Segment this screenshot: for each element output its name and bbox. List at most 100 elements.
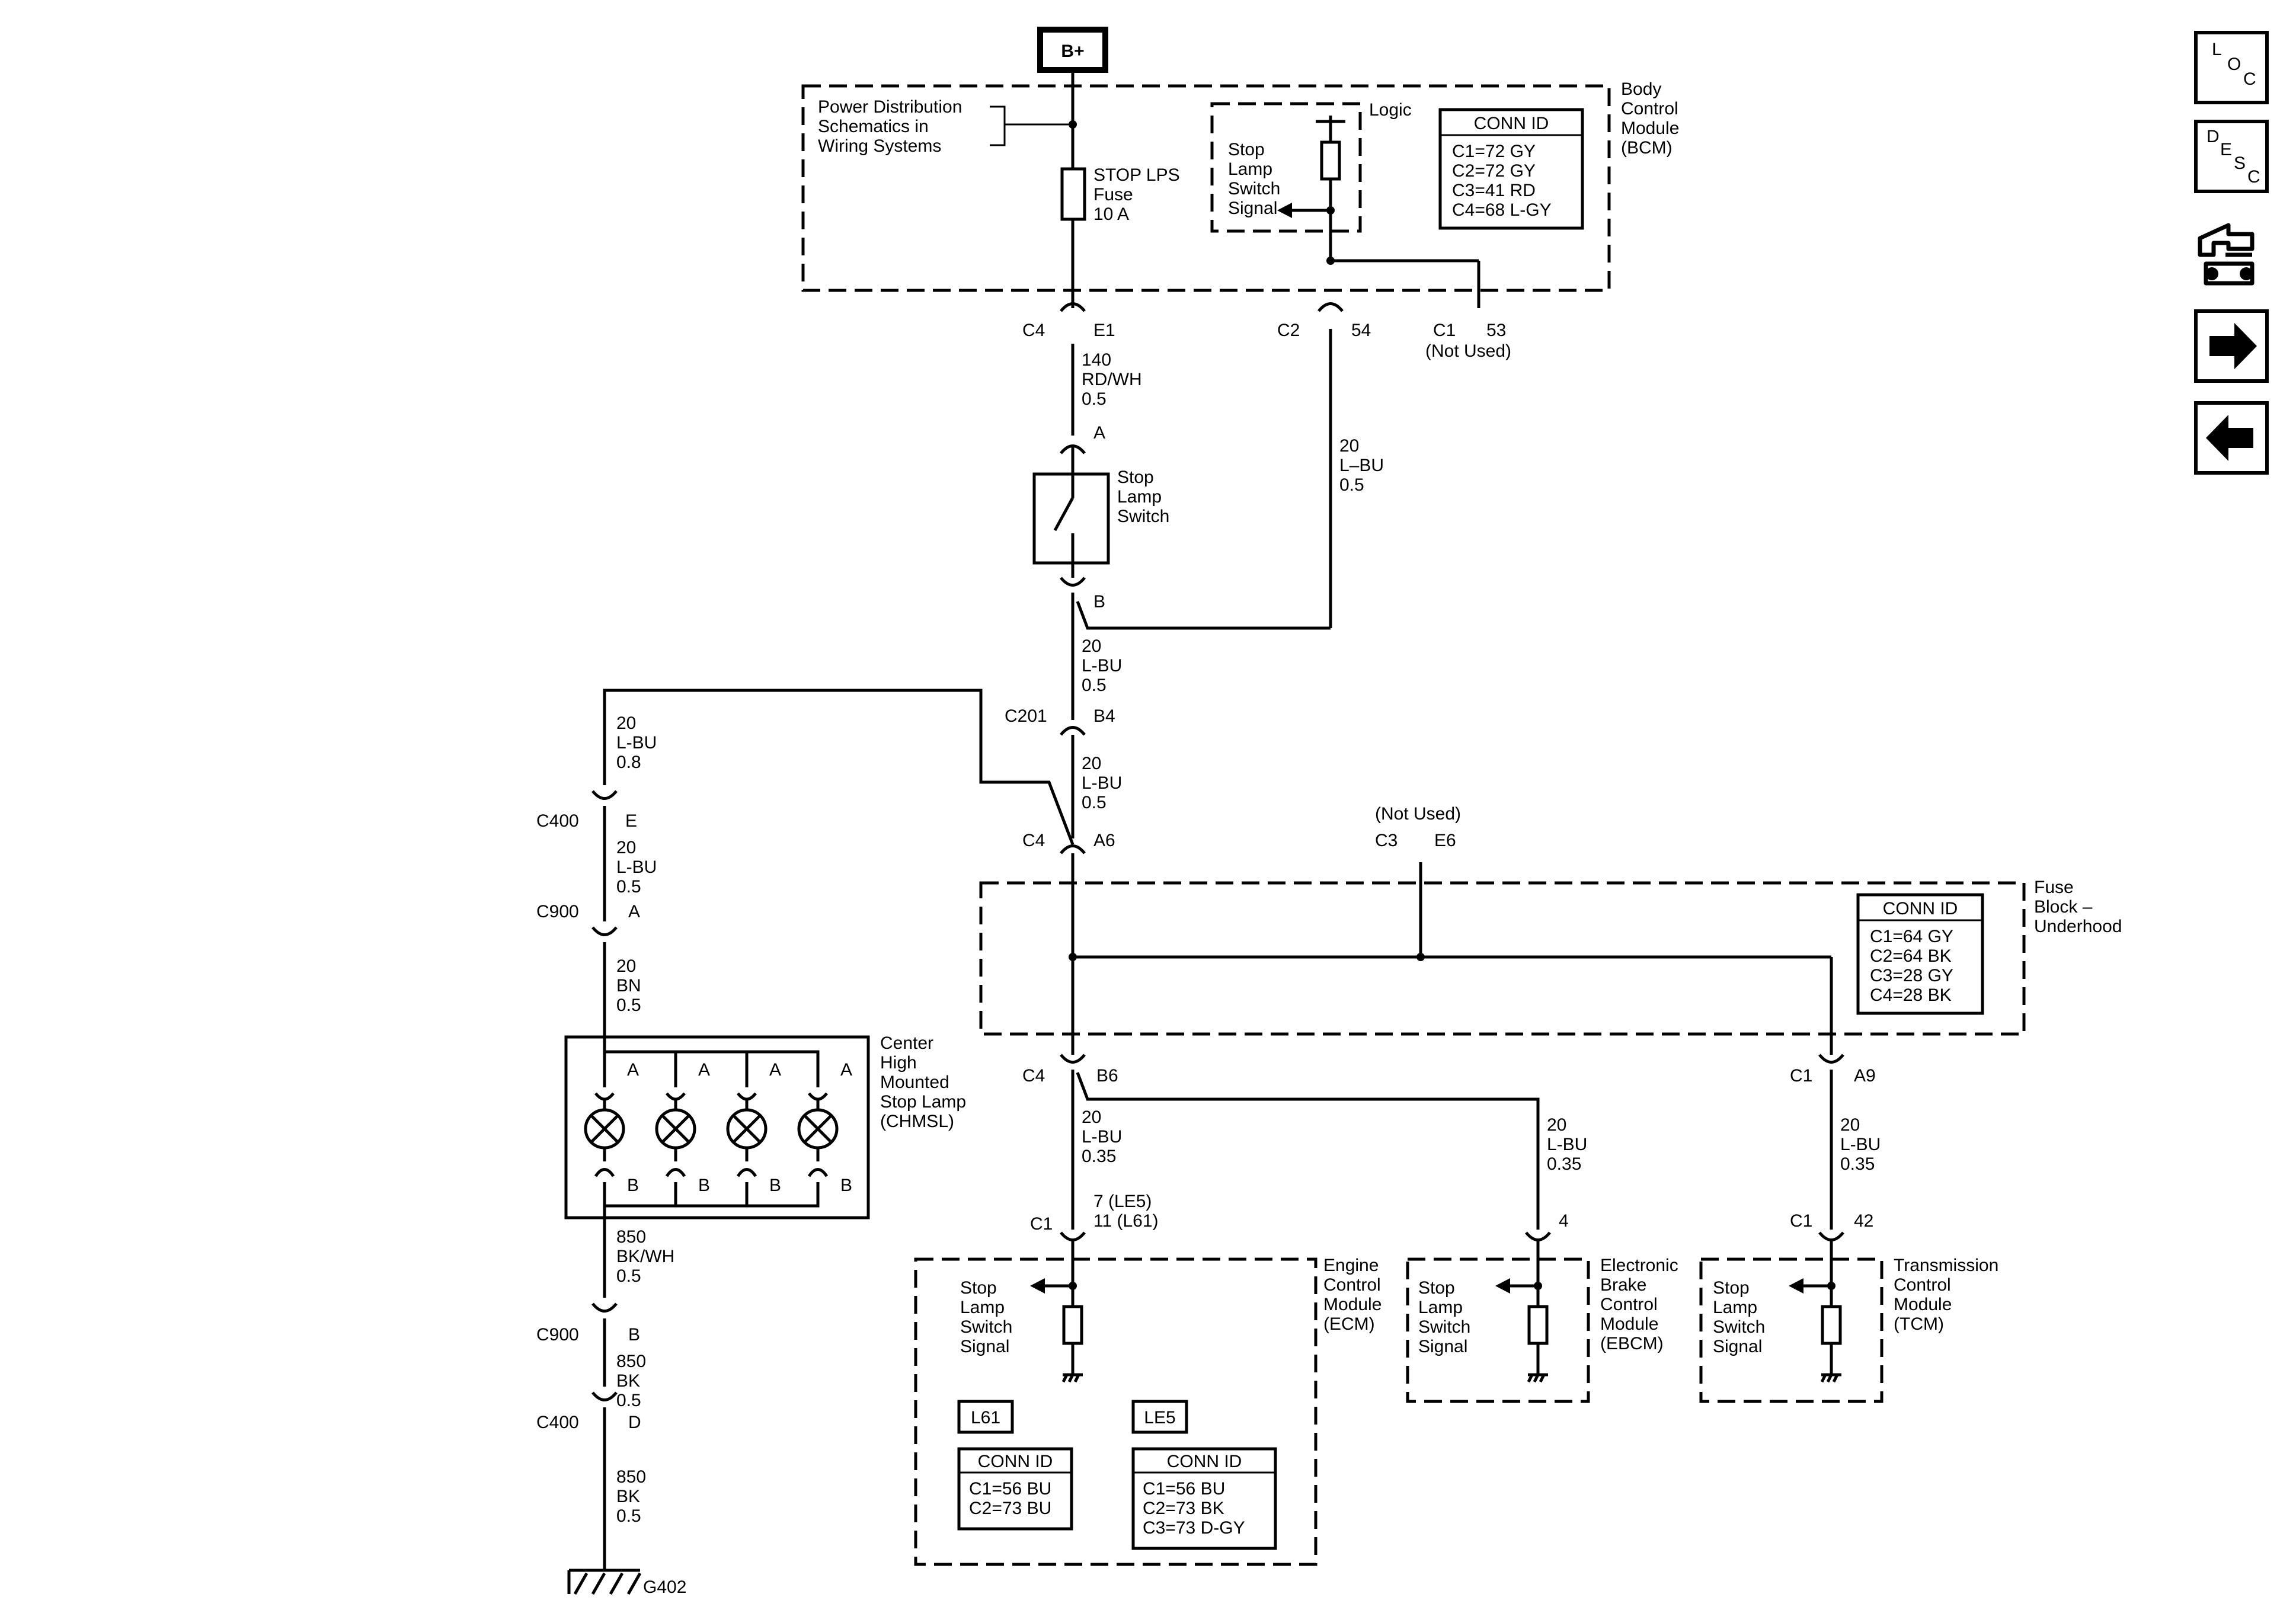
- power-dist-note-1: Power Distribution: [818, 97, 962, 117]
- svg-text:Control: Control: [1894, 1275, 1951, 1295]
- svg-text:C3=28 GY: C3=28 GY: [1870, 966, 1953, 985]
- svg-text:BK: BK: [616, 1371, 640, 1391]
- bcm-logic-label: Logic: [1369, 100, 1412, 120]
- svg-text:20: 20: [616, 956, 636, 976]
- svg-text:Switch: Switch: [1713, 1317, 1765, 1337]
- svg-text:E: E: [2220, 140, 2232, 159]
- electronic-brake-control-module: 4 Electronic Brake Control Module (EBCM)…: [1406, 1211, 1678, 1403]
- svg-text:C4=28 BK: C4=28 BK: [1870, 985, 1952, 1005]
- svg-text:BK: BK: [616, 1487, 640, 1506]
- ebcm-resistor-icon: [1527, 1305, 1549, 1345]
- svg-text:L: L: [2212, 40, 2222, 59]
- svg-text:Lamp: Lamp: [1418, 1298, 1463, 1317]
- bcm-title-2: Control: [1621, 99, 1678, 119]
- body-control-module: Body Control Module (BCM) Power Distribu…: [801, 79, 1679, 292]
- svg-text:0.35: 0.35: [1840, 1154, 1875, 1174]
- svg-text:(Not Used): (Not Used): [1375, 804, 1461, 824]
- svg-text:C1=64 GY: C1=64 GY: [1870, 927, 1953, 946]
- svg-text:L-BU: L-BU: [1547, 1135, 1587, 1154]
- svg-text:C2=73 BU: C2=73 BU: [969, 1499, 1051, 1518]
- svg-text:0.5: 0.5: [616, 877, 641, 897]
- svg-text:C2=73 BK: C2=73 BK: [1143, 1499, 1224, 1518]
- svg-text:D: D: [628, 1413, 641, 1432]
- bcm-title-1: Body: [1621, 79, 1661, 99]
- svg-text:20: 20: [616, 838, 636, 857]
- svg-text:Module: Module: [1894, 1295, 1952, 1314]
- svg-text:G402: G402: [643, 1577, 686, 1597]
- svg-text:A: A: [628, 902, 640, 921]
- tcm-signal-arrow-icon: [1789, 1278, 1803, 1294]
- ecm-signal-arrow-icon: [1030, 1278, 1045, 1294]
- svg-text:Stop: Stop: [1418, 1278, 1455, 1298]
- svg-text:C4: C4: [1022, 1066, 1045, 1086]
- chmsl-lamp-assembly: Center High Mounted Stop Lamp (CHMSL): [564, 1033, 966, 1221]
- svg-text:Module: Module: [1600, 1314, 1658, 1334]
- svg-text:20: 20: [1339, 436, 1359, 456]
- svg-text:E6: E6: [1434, 831, 1456, 850]
- bulb-3-icon: [726, 1092, 768, 1177]
- svg-text:54: 54: [1351, 321, 1371, 340]
- ground-symbol-icon: [567, 1569, 642, 1595]
- svg-text:CONN ID: CONN ID: [1167, 1452, 1242, 1471]
- svg-text:L-BU: L-BU: [1082, 656, 1122, 676]
- component-view-icon[interactable]: [2198, 223, 2255, 286]
- svg-text:Lamp: Lamp: [960, 1298, 1005, 1317]
- previous-page-arrow-icon[interactable]: [2194, 401, 2269, 475]
- svg-text:Stop: Stop: [1713, 1278, 1750, 1298]
- svg-text:11 (L61): 11 (L61): [1093, 1211, 1159, 1231]
- svg-text:L61: L61: [971, 1408, 1000, 1427]
- svg-text:Switch: Switch: [1117, 507, 1169, 526]
- svg-text:L-BU: L-BU: [616, 733, 657, 753]
- svg-text:RD/WH: RD/WH: [1082, 370, 1142, 389]
- svg-text:B4: B4: [1093, 706, 1115, 726]
- svg-text:20: 20: [616, 713, 636, 733]
- svg-text:Transmission: Transmission: [1894, 1256, 1998, 1275]
- svg-text:B: B: [769, 1176, 781, 1195]
- fuse-label-3: 10 A: [1093, 204, 1129, 224]
- svg-text:C2=72 GY: C2=72 GY: [1452, 161, 1536, 181]
- bcm-title-3: Module: [1621, 119, 1679, 138]
- svg-text:Engine: Engine: [1323, 1256, 1379, 1275]
- svg-text:20: 20: [1840, 1115, 1860, 1135]
- svg-text:Underhood: Underhood: [2034, 917, 2122, 936]
- svg-text:L-BU: L-BU: [1082, 1127, 1122, 1147]
- fuse-block-output-pins: C4 B6 C1 A9 20 L-BU 0.35 20 L-BU 0.35 20…: [1022, 1034, 1881, 1174]
- loc-button[interactable]: L O C: [2194, 31, 2269, 104]
- next-page-arrow-icon[interactable]: [2194, 309, 2269, 383]
- svg-text:850: 850: [616, 1467, 646, 1487]
- desc-button[interactable]: D E S C: [2194, 120, 2269, 193]
- bcm-signal-1: Stop: [1228, 140, 1265, 159]
- svg-text:BN: BN: [616, 976, 641, 996]
- svg-text:C1=56 BU: C1=56 BU: [969, 1479, 1051, 1499]
- svg-text:C900: C900: [536, 902, 579, 921]
- svg-text:Control: Control: [1600, 1295, 1658, 1314]
- bcm-pin-labels: C4 E1 C2 54 C1 53 (Not Used): [1022, 302, 1511, 361]
- wires: [603, 70, 1833, 1570]
- svg-text:C: C: [2243, 69, 2256, 89]
- b-plus-label: B+: [1061, 41, 1084, 61]
- bcm-logic-box: [1210, 102, 1362, 233]
- svg-text:Lamp: Lamp: [1713, 1298, 1757, 1317]
- svg-text:850: 850: [616, 1227, 646, 1247]
- svg-text:C4=68 L-GY: C4=68 L-GY: [1452, 200, 1552, 220]
- tcm-ground-icon: [1820, 1373, 1841, 1383]
- svg-text:B6: B6: [1096, 1066, 1118, 1086]
- svg-text:L-BU: L-BU: [1082, 773, 1122, 793]
- svg-text:Control: Control: [1323, 1275, 1381, 1295]
- svg-text:Block –: Block –: [2034, 897, 2093, 917]
- fuse-block-conn-id-table: CONN ID C1=64 GY C2=64 BK C3=28 GY C4=28…: [1856, 893, 1984, 1015]
- svg-text:B: B: [698, 1176, 710, 1195]
- svg-text:0.5: 0.5: [1082, 389, 1107, 409]
- svg-text:(EBCM): (EBCM): [1600, 1334, 1664, 1353]
- svg-text:Switch: Switch: [960, 1317, 1012, 1337]
- svg-text:A: A: [840, 1060, 852, 1080]
- ecm-ground-icon: [1061, 1373, 1083, 1383]
- bcm-signal-3: Switch: [1228, 179, 1280, 199]
- chmsl-feed-labels: 20 L-BU 0.8 C400 E 20 L-BU 0.5 C900 A 20…: [536, 713, 657, 1015]
- svg-text:0.5: 0.5: [1082, 793, 1107, 812]
- svg-text:High: High: [880, 1053, 917, 1073]
- svg-text:Center: Center: [880, 1033, 933, 1053]
- chmsl-bulbs: [584, 1092, 839, 1177]
- svg-text:(CHMSL): (CHMSL): [880, 1112, 954, 1131]
- svg-text:CONN ID: CONN ID: [1474, 114, 1549, 133]
